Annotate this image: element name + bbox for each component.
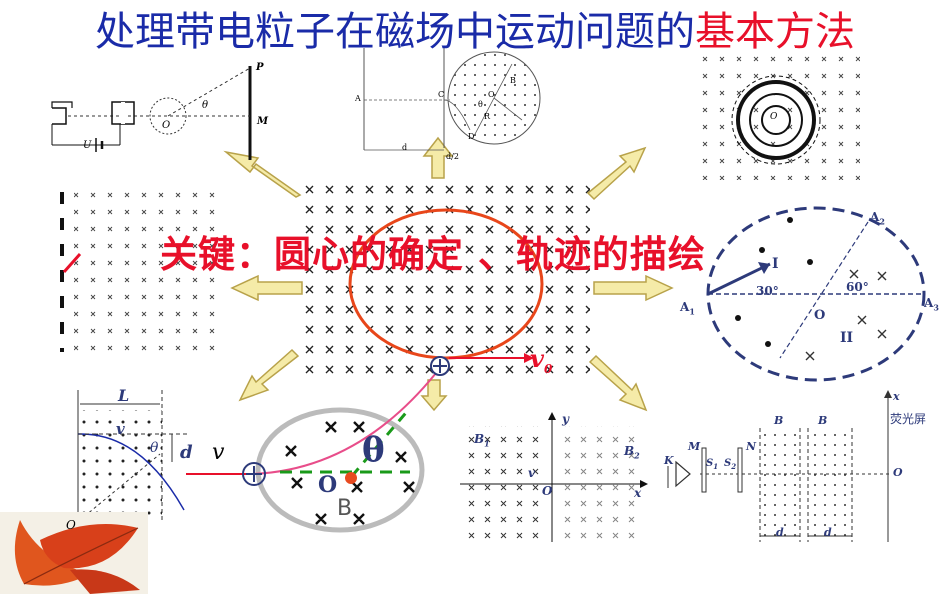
- diagram-bottom-center: [186, 367, 441, 533]
- diagram-top-right: [700, 48, 860, 180]
- page-title: 处理带电粒子在磁场中运动问题的基本方法: [0, 8, 950, 56]
- arrow-bottom-left: [238, 348, 300, 402]
- diagram-right: [706, 206, 926, 382]
- center-trajectory: [348, 208, 544, 376]
- title-part-2: 基本方法: [695, 9, 855, 55]
- title-part-1: 处理带电粒子在磁场中运动问题的: [95, 9, 695, 55]
- arrow-top-center: [422, 136, 454, 179]
- diagram-bottom-left: [77, 390, 190, 530]
- arrow-bottom-center: [420, 379, 448, 412]
- arrow-left: [230, 274, 303, 302]
- diagram-bottom-mid: [460, 412, 648, 542]
- diagram-top-mid: [363, 48, 541, 151]
- diagram-left: [60, 192, 222, 358]
- key-phrase: 关键：圆心的确定 、轨迹的描绘: [160, 232, 706, 276]
- arrow-top-left: [223, 150, 302, 198]
- leaf-image: [0, 512, 148, 594]
- arrow-bottom-right: [588, 354, 648, 412]
- arrow-right: [593, 274, 674, 302]
- diagram-bottom-right: [667, 390, 892, 542]
- arrow-top-right: [586, 146, 647, 201]
- diagram-top-left: [51, 66, 252, 160]
